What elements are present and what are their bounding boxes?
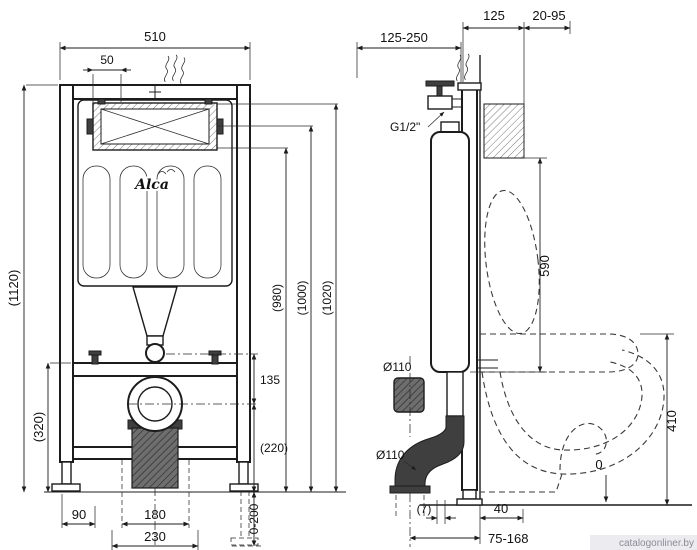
dim-410: 410: [664, 410, 679, 432]
dim-135: 135: [260, 373, 280, 387]
waste-sleeve: [393, 356, 425, 437]
waste-elbow: [389, 415, 465, 547]
steam-icon-side: [456, 53, 470, 82]
flush-funnel: [132, 286, 178, 363]
drain-assembly: [127, 376, 183, 489]
dim-90: 90: [72, 507, 86, 522]
bird-icon: [157, 169, 176, 175]
dim-220: (220): [260, 441, 288, 455]
steam-icon: [164, 54, 186, 84]
adjustable-leg-ghost: [230, 491, 259, 546]
side-view: G1/2" Ø110 Ø110: [356, 8, 692, 547]
dim-75-168: 75-168: [488, 531, 528, 546]
floor-zero-label: 0: [595, 457, 602, 472]
dim-40: 40: [494, 501, 508, 516]
dim-20-95: 20-95: [532, 8, 565, 23]
dim-180: 180: [144, 507, 166, 522]
watermark: catalogonliner.by: [619, 538, 694, 549]
wall-section-hatch: [483, 103, 525, 159]
watermark-strip: [590, 535, 697, 550]
supply-thread-label: G1/2": [390, 120, 420, 134]
bracket-bolts: [88, 350, 222, 365]
dim-0-200: 0-200: [247, 503, 261, 534]
dim-125-250: 125-250: [380, 30, 428, 45]
dim-980: (980): [270, 284, 284, 312]
flush-plate-frame: [86, 98, 224, 151]
front-view: Alca: [6, 29, 346, 550]
dim-590: 590: [537, 255, 552, 277]
dim-230: 230: [144, 529, 166, 544]
dim-50: 50: [100, 53, 114, 67]
dim-510: 510: [144, 29, 166, 44]
dim-125: 125: [483, 8, 505, 23]
dim-7: (7): [417, 502, 432, 516]
dim-1020: (1020): [320, 281, 334, 316]
side-dimensions: 125-250 125 20-95 590 410 0: [356, 8, 679, 546]
dim-320: (320): [31, 412, 46, 442]
dim-1120: (1120): [6, 270, 21, 307]
dim-1000: (1000): [295, 281, 309, 316]
front-dimensions: 510 50 (1120) (320) 90 180: [6, 29, 339, 550]
outlet-lower-label: Ø110: [376, 448, 405, 462]
brand-logo: Alca: [133, 177, 169, 193]
toilet-bowl-reference: [480, 189, 665, 493]
water-supply-valve: [425, 80, 462, 110]
outlet-upper-label: Ø110: [383, 360, 412, 374]
cistern: Alca: [77, 98, 233, 287]
